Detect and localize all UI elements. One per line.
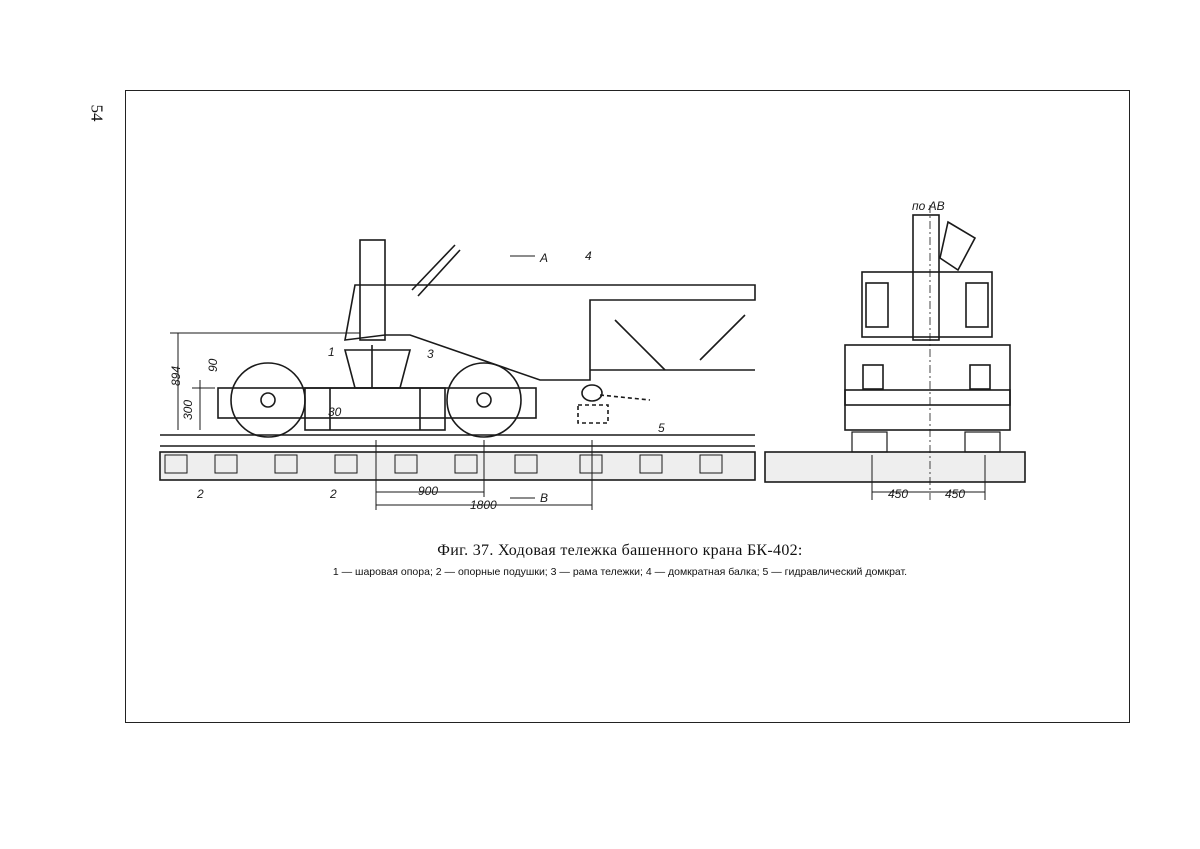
section-b-label: B (540, 491, 548, 505)
section-ab-title: по AB (912, 199, 945, 213)
dim-450-left-label: 450 (888, 487, 908, 501)
figure-frame (125, 90, 1130, 723)
callout-1: 1 (328, 345, 335, 359)
callout-2b: 2 (329, 487, 337, 501)
figure-legend: 1 — шаровая опора; 2 — опорные подушки; … (332, 566, 908, 578)
dim-894-label: 894 (169, 366, 183, 386)
figure-caption: Фиг. 37. Ходовая тележка башенного крана… (437, 542, 803, 559)
callout-4: 4 (585, 249, 592, 263)
dim-900-label: 900 (418, 484, 438, 498)
dim-300-label: 300 (181, 400, 195, 420)
dim-90-label: 90 (206, 358, 220, 372)
callout-5: 5 (658, 421, 665, 435)
dim-450-right-label: 450 (945, 487, 965, 501)
callout-2a: 2 (196, 487, 204, 501)
dim-1800-label: 1800 (470, 498, 497, 512)
section-a-label: A (539, 251, 548, 265)
callout-3: 3 (427, 347, 434, 361)
dim-30-label: 30 (328, 405, 342, 419)
